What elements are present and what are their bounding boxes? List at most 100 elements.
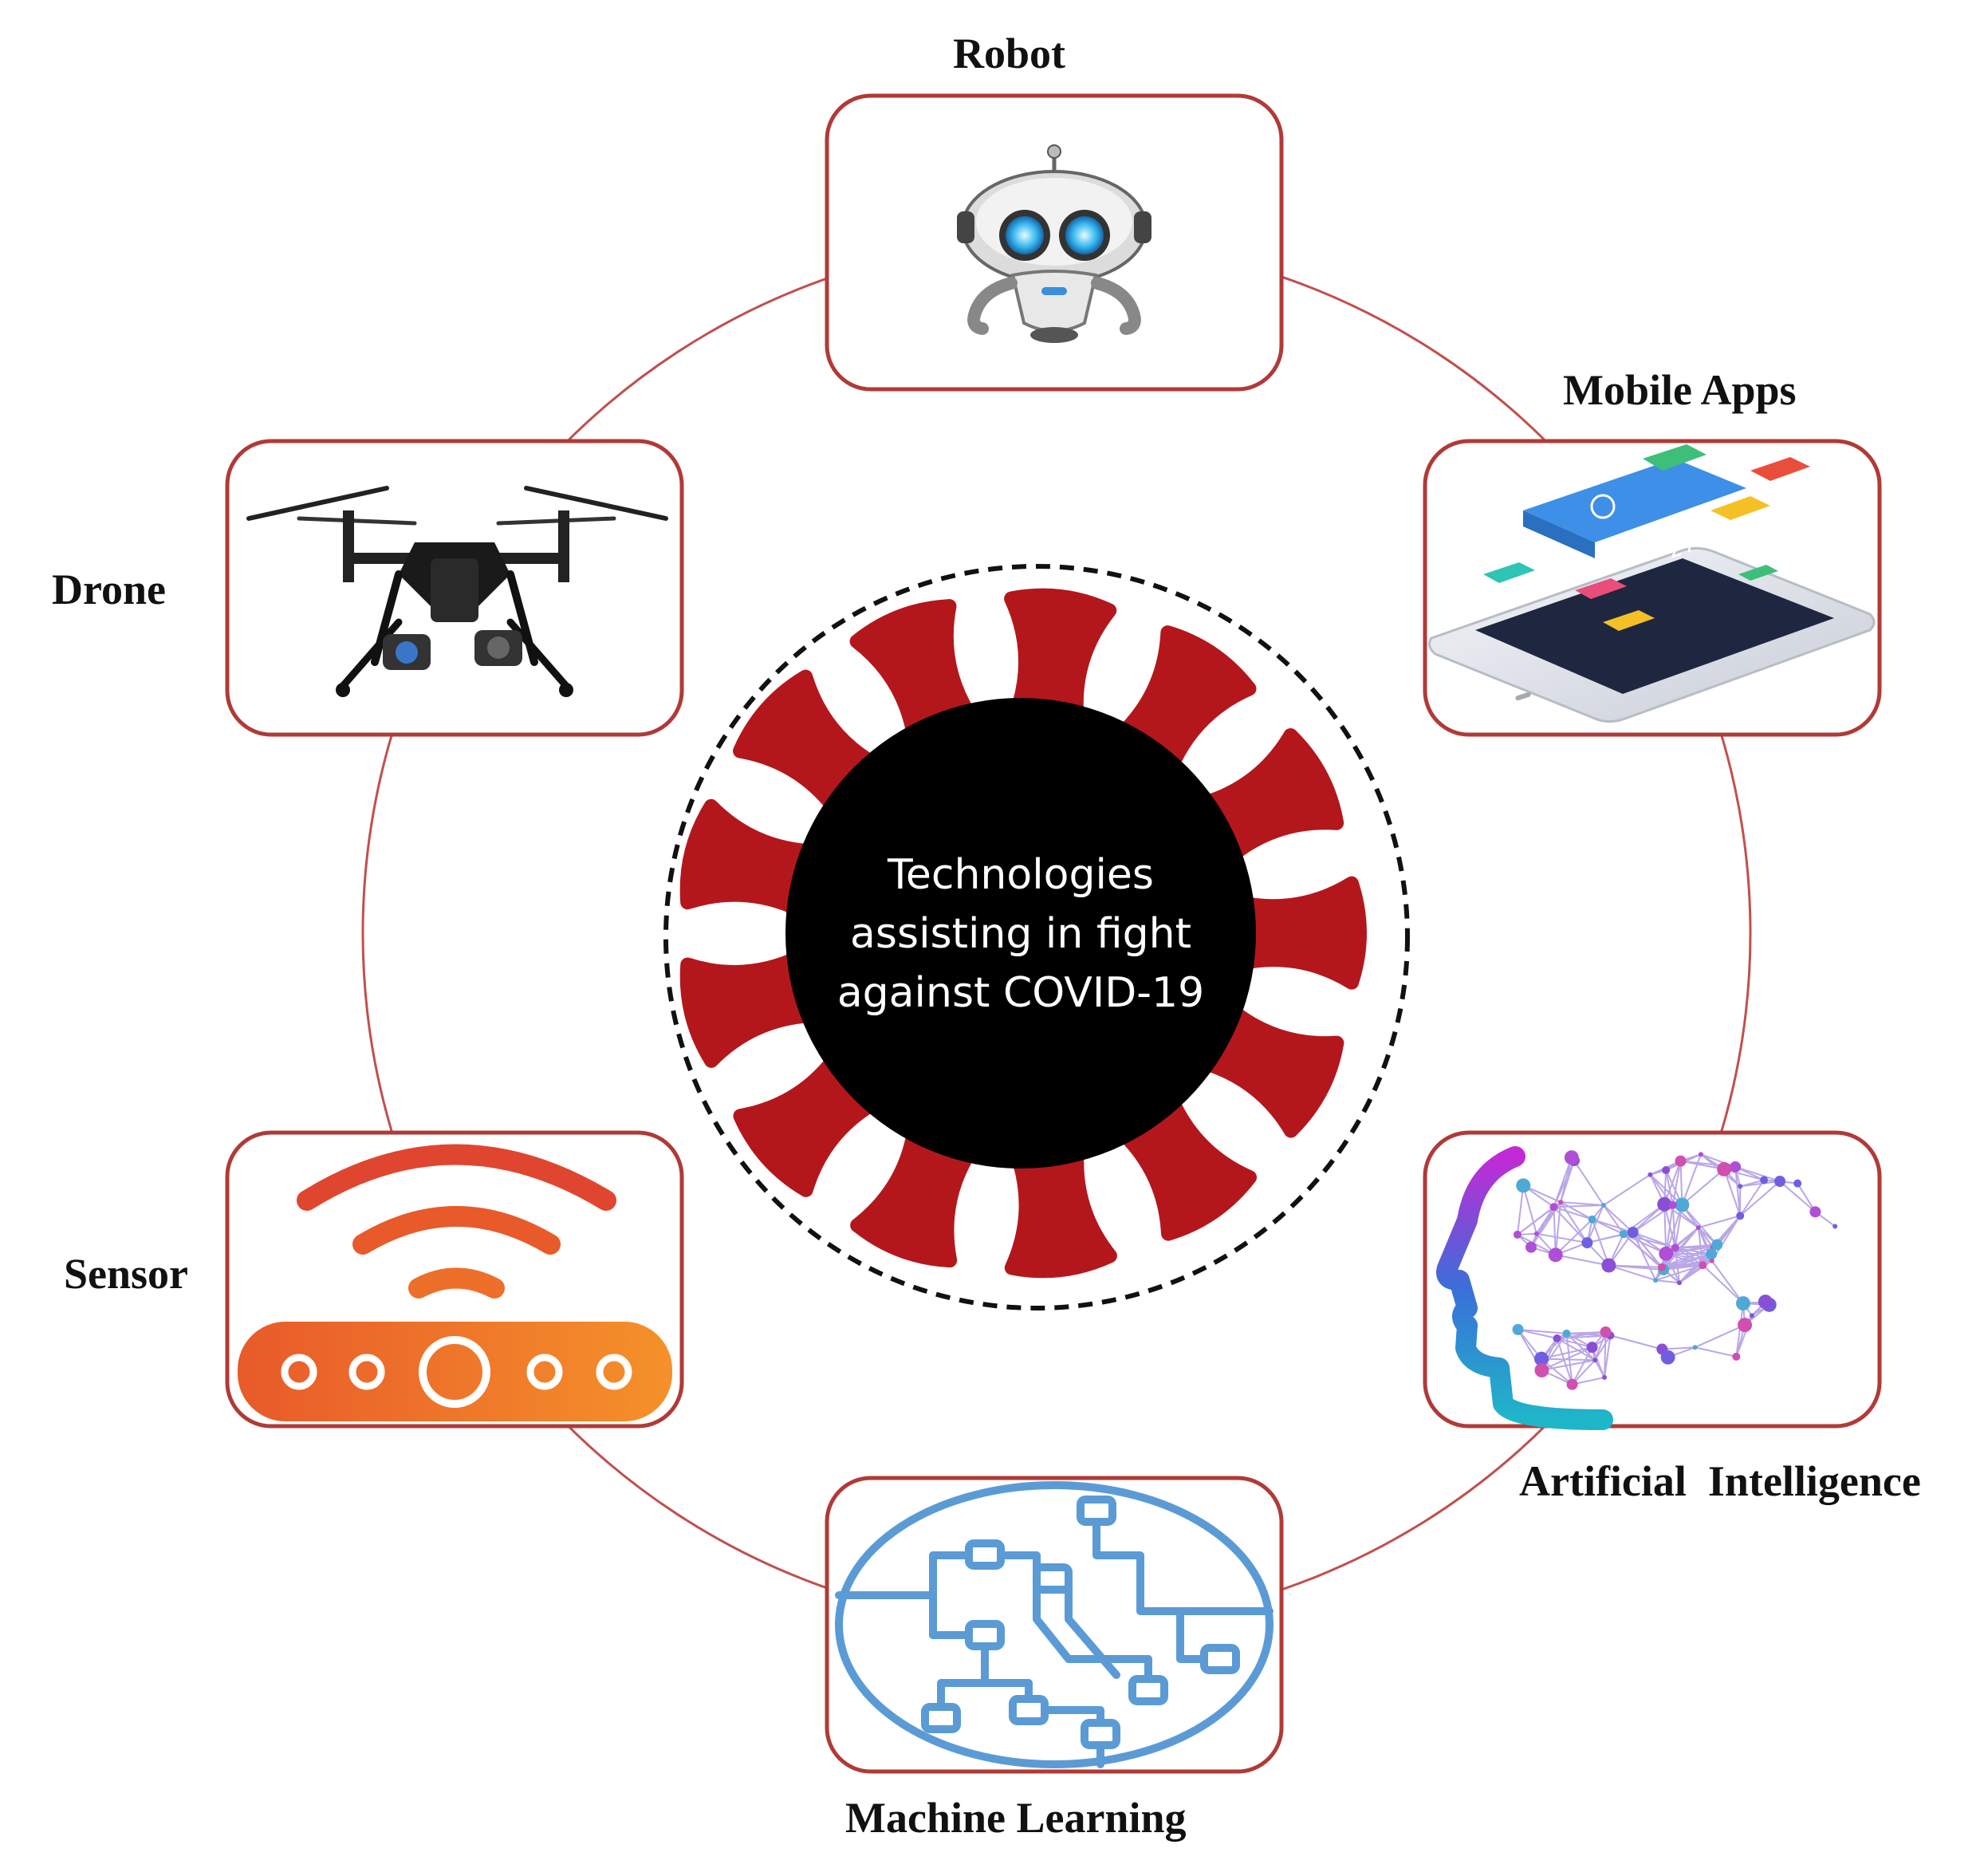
ai-network-node — [1717, 1161, 1732, 1176]
virus-spike — [849, 599, 978, 747]
ai-network-link — [1604, 1335, 1612, 1378]
virus-spike — [850, 1120, 979, 1268]
ai-network-link — [1723, 1169, 1742, 1216]
ai-network-link — [1710, 1260, 1744, 1304]
virus-core — [785, 698, 1256, 1169]
ai-network-node — [1516, 1178, 1531, 1193]
ai-network-link — [1591, 1219, 1610, 1266]
drone-label: Drone — [52, 566, 166, 613]
ai-network-node — [1758, 1295, 1773, 1310]
ai-network-node — [1695, 1225, 1701, 1231]
ai-network-node — [1600, 1203, 1606, 1208]
center-title-line-2: assisting in fight — [850, 910, 1191, 958]
ai-network-link — [1610, 1334, 1663, 1350]
ai-network-link — [1560, 1201, 1588, 1243]
ai-network-node — [1601, 1258, 1616, 1273]
ai-network-link — [1655, 1279, 1680, 1284]
ai-head-icon — [1436, 1146, 1838, 1430]
ai-network-node — [1658, 1263, 1667, 1271]
ai-network-node — [1738, 1184, 1743, 1189]
ai-network-node — [1660, 1350, 1675, 1365]
ai-network-node — [1732, 1352, 1741, 1361]
machine-learning-label: Machine Learning — [845, 1794, 1187, 1842]
ai-network-node — [1698, 1152, 1703, 1157]
ai-network-link — [1553, 1204, 1604, 1208]
ai-network-node — [1512, 1323, 1524, 1335]
ai-network-node — [1600, 1326, 1612, 1338]
ai-network-link — [1679, 1161, 1683, 1205]
ai-network-link — [1740, 1180, 1781, 1188]
virus-spike — [1113, 1089, 1258, 1241]
ai-network-node — [1562, 1329, 1571, 1338]
ai-network-link — [1695, 1346, 1737, 1358]
ai-network-link — [1541, 1359, 1596, 1371]
ai-network-link — [1608, 1264, 1656, 1282]
ai-network-node — [1676, 1280, 1682, 1286]
ai-network-node — [1657, 1196, 1672, 1212]
ai-network-node — [1553, 1334, 1561, 1342]
ai-network-link — [1557, 1337, 1592, 1349]
ai-network-node — [1793, 1179, 1802, 1188]
ai-network-node — [1668, 1200, 1677, 1209]
ai-network-node — [1699, 1261, 1707, 1270]
circuit-network-icon — [835, 1481, 1274, 1768]
ai-network-node — [1653, 1278, 1659, 1283]
ai-network-node — [1627, 1227, 1639, 1239]
ai-network-node — [1736, 1212, 1745, 1220]
ai-network-link — [1666, 1252, 1712, 1262]
ai-network-node — [1760, 1176, 1769, 1184]
virus-spike — [1112, 625, 1257, 778]
ai-network-node — [1586, 1342, 1598, 1354]
ai-network-node — [1533, 1351, 1549, 1366]
ai-network-link — [1516, 1185, 1525, 1236]
ai-network-link — [1592, 1218, 1634, 1233]
smartphone-apps-icon: 27° — [1427, 444, 1876, 723]
center-title: Technologies assisting in fight against … — [821, 845, 1220, 1023]
ai-network-link — [1680, 1160, 1725, 1170]
ai-network-link — [1734, 1166, 1781, 1182]
ai-network-link — [1665, 1169, 1674, 1206]
ai-network-link — [1594, 1334, 1612, 1361]
ai-network-node — [1833, 1224, 1838, 1229]
ai-network-link — [1681, 1204, 1718, 1246]
ai-network-link — [1655, 1264, 1703, 1282]
ai-network-node — [1675, 1155, 1687, 1167]
virus-spike — [1004, 1140, 1117, 1279]
ai-network-node — [1675, 1197, 1690, 1212]
ai-network-link — [1661, 1253, 1712, 1268]
virus-spike — [733, 669, 884, 818]
ai-network-link — [1671, 1161, 1682, 1205]
ai-network-node — [1513, 1230, 1522, 1239]
machine-learning-box[interactable] — [825, 1476, 1284, 1774]
ai-network-link — [1698, 1215, 1741, 1229]
ai-network-link — [1555, 1254, 1609, 1267]
ai-network-link — [1555, 1219, 1593, 1255]
ai-network-node — [1549, 1203, 1558, 1212]
ai-network-link — [1675, 1247, 1713, 1262]
ai-network-link — [1561, 1201, 1604, 1207]
ai-network-node — [1692, 1345, 1698, 1350]
ai-network-node — [1548, 1247, 1563, 1263]
ai-network-node — [1706, 1248, 1718, 1260]
mobile-apps-label: Mobile Apps — [1563, 366, 1797, 414]
ai-network-node — [1671, 1243, 1679, 1252]
ai-network-link — [1604, 1331, 1607, 1377]
ai-network-link — [1623, 1233, 1663, 1268]
ai-network-link — [1536, 1232, 1588, 1244]
ai-network-link — [1603, 1204, 1634, 1233]
ai-network-link — [1797, 1183, 1817, 1212]
ai-network-node — [1738, 1318, 1753, 1333]
ai-network-link — [1681, 1169, 1725, 1206]
ai-network-link — [1649, 1173, 1683, 1206]
ai-network-link — [1603, 1204, 1624, 1235]
ai-network-link — [1608, 1264, 1663, 1268]
ai-network-node — [1566, 1378, 1578, 1390]
ai-network-link — [1553, 1207, 1557, 1255]
wireless-sensor-icon — [238, 1144, 672, 1421]
ai-network-node — [1774, 1175, 1786, 1187]
ai-network-link — [1681, 1153, 1702, 1205]
ai-network-link — [1557, 1331, 1606, 1339]
ai-network-link — [1554, 1202, 1562, 1255]
ai-network-link — [1666, 1243, 1718, 1255]
